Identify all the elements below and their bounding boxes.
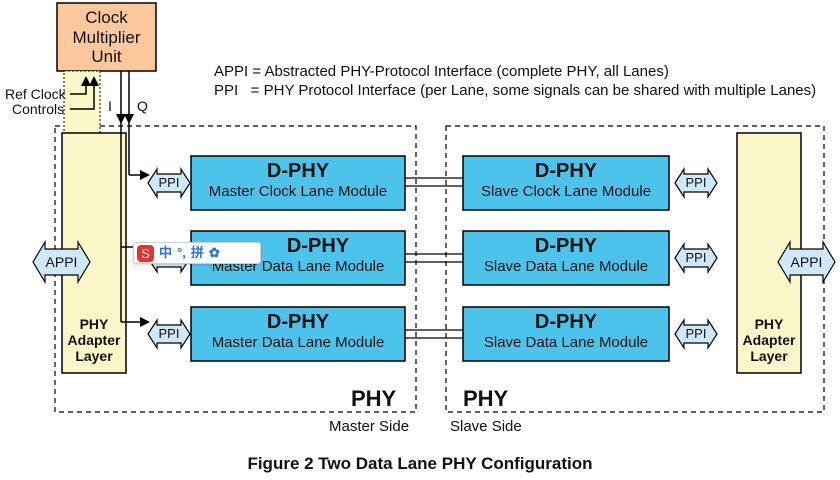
ppi-arrow-slave-3 xyxy=(674,317,718,351)
ref-clock-line2: Controls xyxy=(12,101,65,117)
ppi-label-master-3: PPI xyxy=(158,326,180,341)
controls-arrow xyxy=(70,76,99,110)
legend-appi: APPI = Abstracted PHY-Protocol Interface… xyxy=(214,63,669,80)
clock-unit-line3: Unit xyxy=(91,47,122,67)
clock-i-down-arrow xyxy=(116,114,126,124)
clock-unit-line1: Clock xyxy=(85,8,128,27)
module-title: D-PHY xyxy=(534,235,598,257)
master-adapter-label: PHY Adapter Layer xyxy=(62,316,126,364)
lane-interconnects xyxy=(405,177,463,339)
appi-arrow-master xyxy=(32,239,91,285)
ppi-arrow-slave-1 xyxy=(674,166,718,200)
module-title: D-PHY xyxy=(266,311,330,333)
adapter-line1: PHY xyxy=(79,316,109,332)
adapter-line3: Layer xyxy=(750,348,788,365)
ppi-label-slave-2: PPI xyxy=(685,250,707,265)
ppi-label-master-1: PPI xyxy=(158,175,180,190)
module-subtitle: Master Data Lane Module xyxy=(211,334,385,351)
slave-module-label-2: D-PHY Slave Data Lane Module xyxy=(463,235,669,275)
module-subtitle: Slave Data Lane Module xyxy=(483,334,649,351)
slave-data-lane-module-2 xyxy=(462,306,670,362)
settings-gear-icon[interactable]: ✿ xyxy=(208,245,220,260)
adapter-line2: Adapter xyxy=(67,332,121,349)
ppi-arrow-slave-2 xyxy=(674,241,718,275)
adapter-line1: PHY xyxy=(754,316,784,332)
ime-pinyin-mode[interactable]: 拼 xyxy=(190,245,204,260)
sogou-logo-icon[interactable]: S xyxy=(137,244,154,262)
clock-q-label: Q xyxy=(137,98,148,114)
module-title: D-PHY xyxy=(286,235,350,257)
clock-multiplier-box xyxy=(56,2,157,72)
appi-label-master: APPI xyxy=(45,254,78,270)
master-side-label: Master Side xyxy=(329,418,410,435)
clock-q-down-arrow xyxy=(124,114,134,124)
legend-ppi: PPI = PHY Protocol Interface (per Lane, … xyxy=(214,82,817,99)
clock-unit-line2: Multiplier xyxy=(72,27,141,47)
adapter-line2: Adapter xyxy=(742,332,796,349)
clock-i-label: I xyxy=(108,98,112,114)
master-module-label-3: D-PHY Master Data Lane Module xyxy=(191,311,405,351)
master-phy-label: PHY xyxy=(351,386,397,411)
figure-caption: Figure 2 Two Data Lane PHY Configuration xyxy=(247,454,593,473)
module-subtitle: Slave Data Lane Module xyxy=(483,258,649,275)
slave-adapter-label: PHY Adapter Layer xyxy=(737,316,801,364)
ppi-label-slave-3: PPI xyxy=(685,326,707,341)
slave-module-label-1: D-PHY Slave Clock Lane Module xyxy=(463,160,669,200)
ref-clock-line1: Ref Clock xyxy=(5,86,66,102)
module-subtitle: Slave Clock Lane Module xyxy=(480,183,652,200)
ppi-label-slave-1: PPI xyxy=(685,175,707,190)
module-subtitle: Master Clock Lane Module xyxy=(208,183,388,200)
slave-phy-boundary xyxy=(445,125,825,413)
ime-punctuation-mode[interactable]: °, xyxy=(177,245,186,260)
adapter-line3: Layer xyxy=(75,348,113,365)
master-phy-boundary xyxy=(54,125,417,413)
slave-module-label-3: D-PHY Slave Data Lane Module xyxy=(463,311,669,351)
ppi-arrow-master-3 xyxy=(147,317,191,351)
ppi-arrow-master-1 xyxy=(147,166,191,200)
module-title: D-PHY xyxy=(266,160,330,182)
ime-chinese-mode[interactable]: 中 xyxy=(159,245,173,260)
slave-side-label: Slave Side xyxy=(450,418,522,435)
clock-unit-label: Clock Multiplier Unit xyxy=(57,8,156,67)
appi-arrow-slave xyxy=(777,239,836,285)
slave-data-lane-module-1 xyxy=(462,230,670,286)
master-data-lane-module-2 xyxy=(190,306,406,362)
module-title: D-PHY xyxy=(534,311,598,333)
slave-clock-lane-module xyxy=(462,155,670,211)
appi-label-slave: APPI xyxy=(790,254,823,270)
module-title: D-PHY xyxy=(534,160,598,182)
master-clock-lane-module xyxy=(190,155,406,211)
ime-toolbar[interactable]: S 中 °, 拼 ✿ xyxy=(133,242,261,264)
master-module-label-1: D-PHY Master Clock Lane Module xyxy=(191,160,405,200)
slave-phy-label: PHY xyxy=(463,386,509,411)
ref-clock-arrow xyxy=(70,76,91,95)
